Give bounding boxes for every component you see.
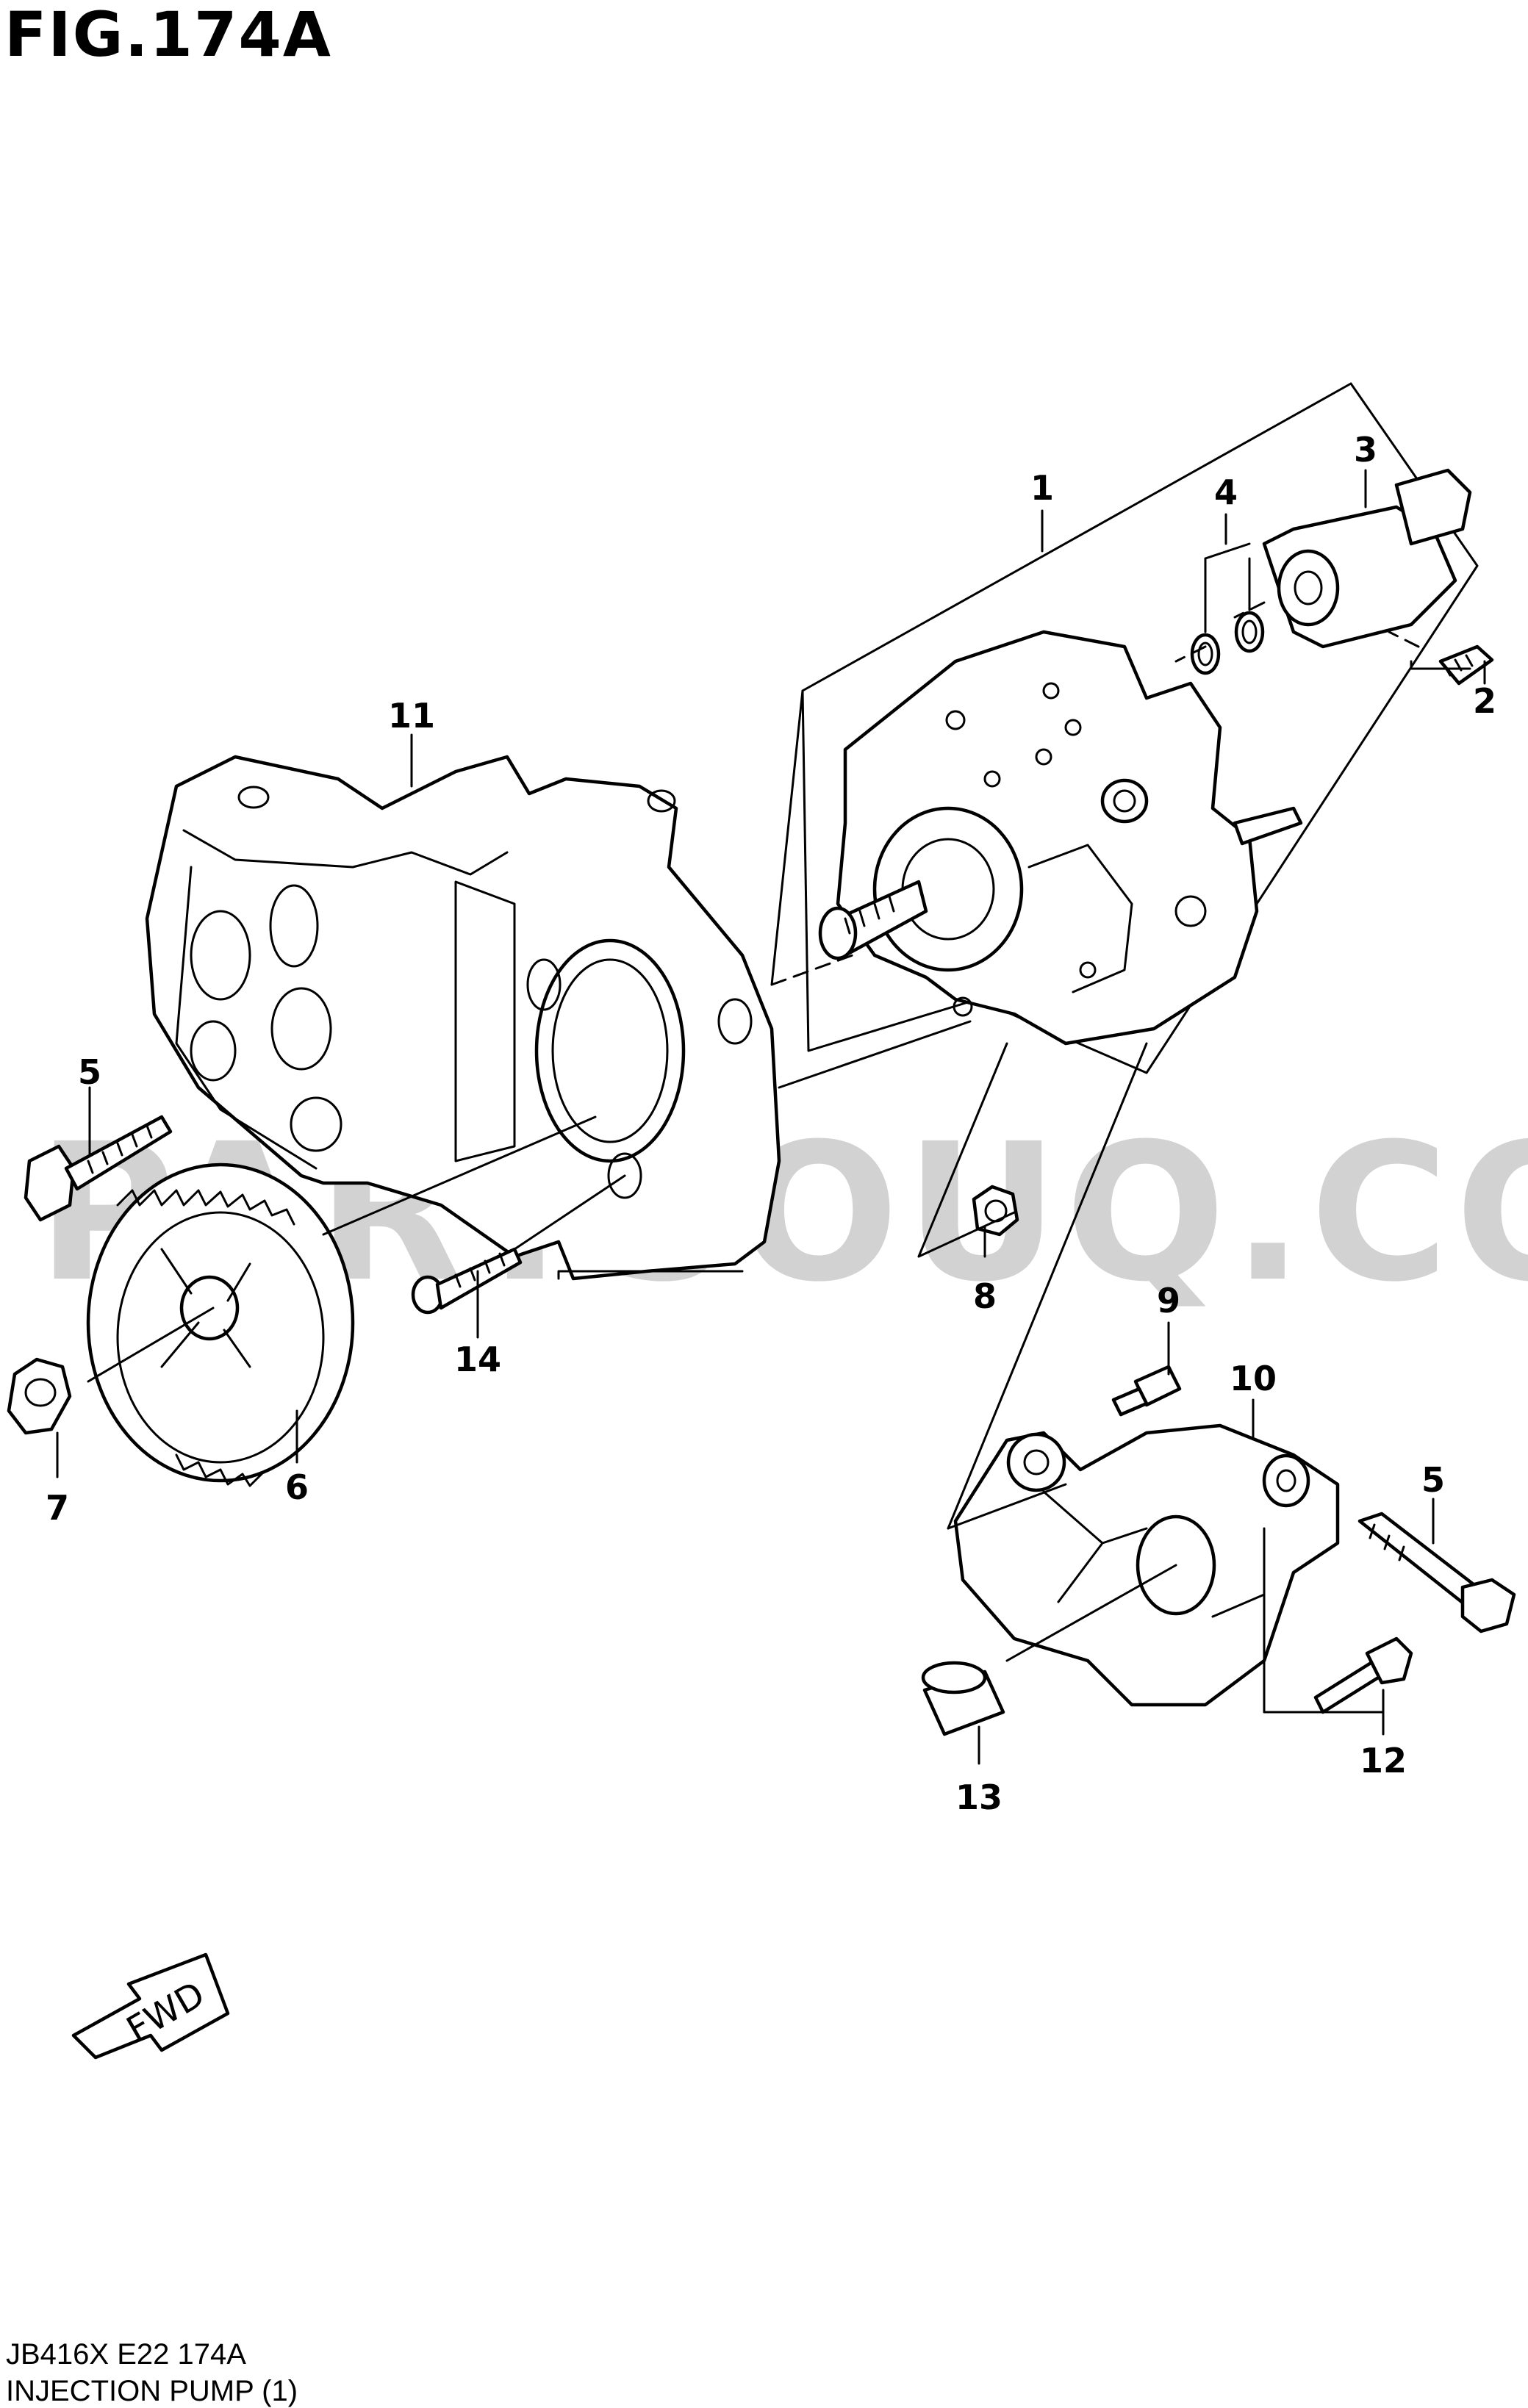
support-bracket <box>953 1423 1340 1707</box>
callout-10: 10 <box>1230 1359 1277 1398</box>
pump-sprocket <box>86 1162 355 1487</box>
pump-outline-edge <box>770 689 804 986</box>
figure-title: FIG.174A <box>4 0 332 71</box>
callout-5-right: 5 <box>1421 1460 1445 1500</box>
callout-14: 14 <box>454 1340 501 1379</box>
callout-3: 3 <box>1354 430 1377 470</box>
callout-7: 7 <box>46 1488 69 1528</box>
injection-pump <box>818 630 1303 1046</box>
callout-8: 8 <box>973 1276 997 1316</box>
pump-bracket <box>145 755 781 1281</box>
callout-13: 13 <box>955 1778 1002 1817</box>
nut-left <box>7 1357 72 1435</box>
bolt-12 <box>1313 1636 1413 1714</box>
assembly-lines <box>87 601 1420 1662</box>
callout-6: 6 <box>285 1467 309 1507</box>
bolt-right <box>1357 1512 1516 1634</box>
screw-2 <box>1438 644 1494 686</box>
callout-labels: 1 2 3 4 5 5 6 7 8 9 10 11 12 13 14 <box>46 430 1496 1817</box>
o-rings <box>1190 611 1265 675</box>
callout-11: 11 <box>388 696 435 736</box>
leader-lines <box>56 469 1486 1765</box>
diagram-title: INJECTION PUMP (1) <box>6 2375 298 2407</box>
callout-1: 1 <box>1030 468 1054 508</box>
callout-9: 9 <box>1157 1281 1180 1320</box>
callout-5-left: 5 <box>78 1052 101 1092</box>
bolt-left <box>24 1115 173 1222</box>
callout-12: 12 <box>1360 1741 1407 1780</box>
diagram-code: JB416X E22 174A <box>6 2338 246 2371</box>
fwd-arrow-icon: FWD <box>71 1952 230 2060</box>
callout-4: 4 <box>1214 472 1238 512</box>
callout-2: 2 <box>1473 681 1496 721</box>
control-valve <box>1262 468 1472 649</box>
bolt-9 <box>1111 1365 1182 1417</box>
bushing-13 <box>921 1661 1005 1736</box>
